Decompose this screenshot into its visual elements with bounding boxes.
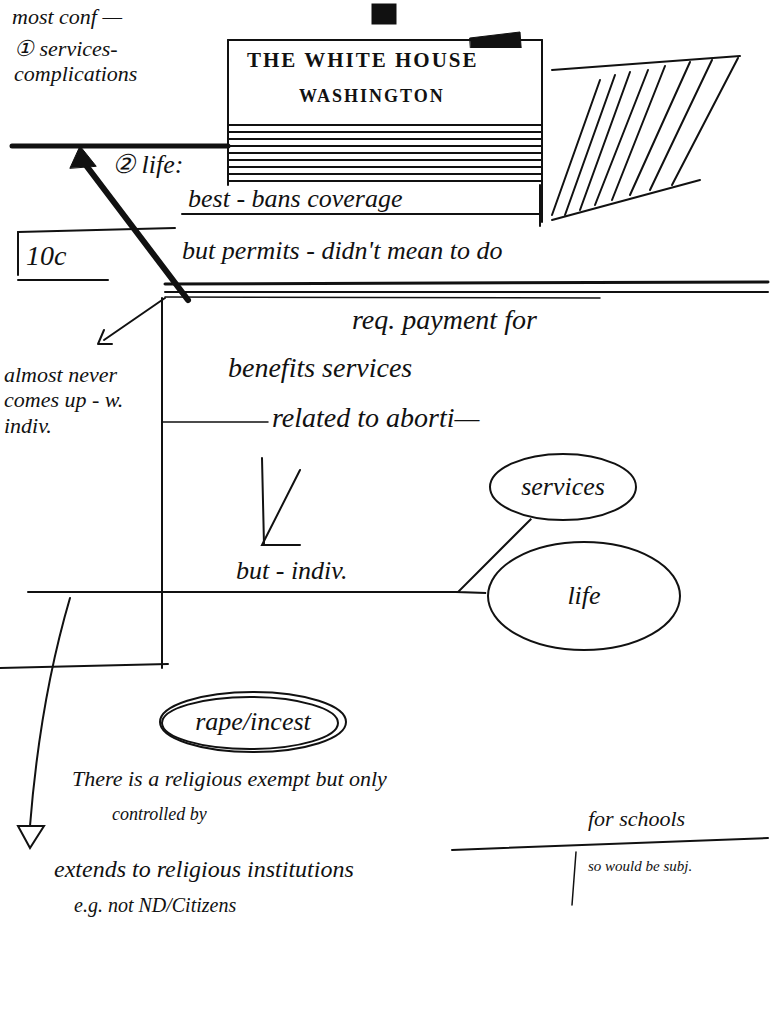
handwritten-note: almost never comes up - w. indiv. [4,362,124,438]
handwritten-note: but - indiv. [236,556,476,586]
circled-word: life [486,540,682,652]
handwritten-note: WASHINGTON [296,86,502,107]
handwritten-note: controlled by [112,804,312,825]
node-text: life [567,581,600,611]
handwritten-note: extends to religious institutions [54,856,454,884]
handwritten-note: best - bans coverage [188,184,528,214]
handwritten-note: THE WHITE HOUSE [244,48,540,72]
circled-word: services [488,452,638,522]
handwritten-note: but permits - didn't mean to do [182,236,742,266]
handwritten-note: for schools [588,806,758,831]
handwritten-note: req. payment for [352,304,712,336]
handwritten-note: There is a religious exempt but only [72,766,692,791]
handwritten-note: most conf — [12,4,232,29]
handwritten-note: ② life: [112,150,222,180]
circled-word: rape/incest [158,690,348,754]
node-text: rape/incest [195,707,311,737]
handwritten-note: benefits services [228,352,588,384]
handwritten-note: so would be subj. [588,858,698,875]
node-text: services [521,472,605,502]
handwritten-note: e.g. not ND/Citizens [74,894,434,917]
handwritten-note: 10c [26,240,106,272]
handwritten-note: related to aborti— [272,402,652,434]
handwritten-note: ① services- complications [14,36,164,87]
